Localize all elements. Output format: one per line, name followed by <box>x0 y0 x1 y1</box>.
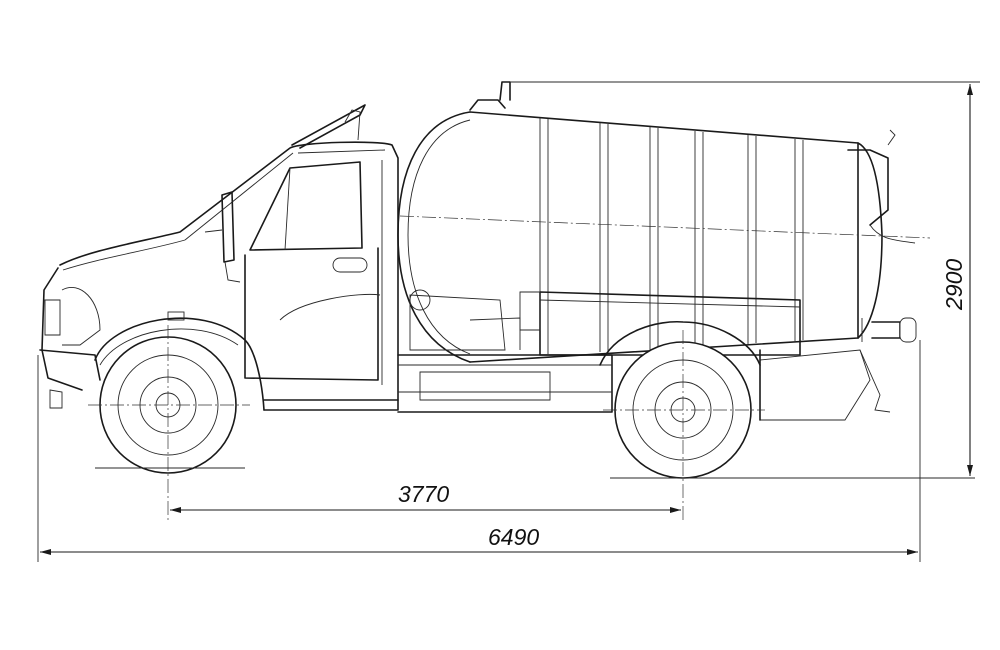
rear-wheel <box>599 320 765 520</box>
truck-cab <box>39 104 399 411</box>
dimension-lines <box>37 81 980 562</box>
front-wheel <box>88 325 250 520</box>
wheelbase-label: 3770 <box>398 481 449 507</box>
vacuum-tank <box>397 81 931 363</box>
overall-height-label: 2900 <box>941 259 967 311</box>
overall-length-label: 6490 <box>488 524 539 550</box>
